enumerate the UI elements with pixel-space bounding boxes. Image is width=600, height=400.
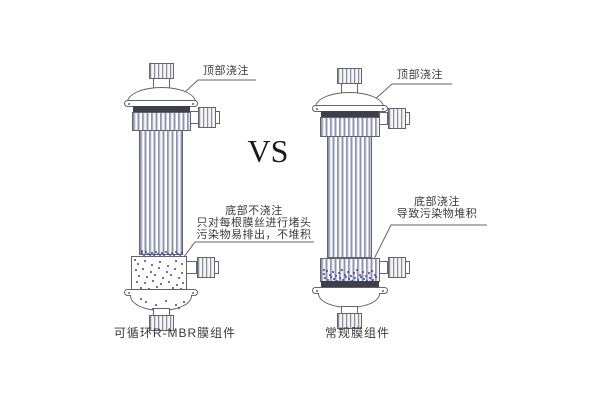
left-bottom-side-port-endcap: [214, 261, 219, 274]
right-top-threaded-cap: [337, 68, 362, 84]
annotation-bottom-right-line2: 导致污染物堆积: [396, 208, 478, 220]
right-contaminant-accumulation-dots: [323, 269, 325, 271]
right-bottom-side-port-endcap: [405, 261, 410, 274]
annotation-bottom-left-line2: 只对每根膜丝进行堵头: [196, 217, 312, 229]
right-bottom-side-port-connector: [388, 257, 406, 278]
annotation-top-potting-right: 顶部浇注: [397, 69, 443, 81]
caption-recyclable-rmbr-module: 可循环R-MBR膜组件: [113, 326, 237, 340]
right-membrane-fiber-column: [327, 136, 372, 258]
left-contaminant-dots: [134, 259, 136, 261]
left-fiber-end-plug-dots: [141, 250, 143, 252]
right-top-side-port-connector: [388, 108, 406, 129]
left-top-potting-band: [133, 106, 190, 112]
right-header-box-fibers: [320, 117, 380, 137]
right-bottom-potting-band: [321, 281, 379, 287]
left-top-side-port-connector: [198, 107, 216, 128]
vs-label: VS: [247, 133, 289, 169]
caption-conventional-module: 常规膜组件: [324, 326, 390, 340]
left-top-side-port-endcap: [215, 111, 220, 124]
right-bottom-threaded-cap: [337, 313, 362, 329]
annotation-bottom-left-line1: 底部不浇注: [225, 205, 283, 217]
annotation-bottom-right: 底部浇注 导致污染物堆积: [389, 196, 485, 220]
right-bottom-side-port-stub: [379, 261, 388, 274]
left-bottom-dome-contaminant-dots: [140, 298, 142, 300]
left-membrane-fiber-column: [139, 130, 183, 255]
annotation-top-potting-left: 顶部浇注: [203, 65, 249, 77]
annotation-bottom-left: 底部不浇注 只对每根膜丝进行堵头 污染物易排出，不堆积: [194, 205, 314, 241]
right-bottom-box-fibers: [320, 258, 380, 282]
left-open-bottom-chamber: [131, 256, 187, 292]
left-bottom-side-port-connector: [197, 257, 215, 278]
right-top-potting-band: [321, 111, 379, 117]
left-top-threaded-cap: [149, 63, 174, 79]
annotation-bottom-left-line3: 污染物易排出，不堆积: [196, 229, 312, 241]
left-header-box-fibers: [132, 112, 191, 131]
right-top-side-port-endcap: [405, 112, 410, 125]
left-bottom-side-port-stub: [186, 261, 197, 274]
left-bottom-threaded-cap: [149, 315, 174, 331]
annotation-bottom-right-line1: 底部浇注: [414, 196, 460, 208]
right-top-side-port-stub: [379, 112, 388, 125]
